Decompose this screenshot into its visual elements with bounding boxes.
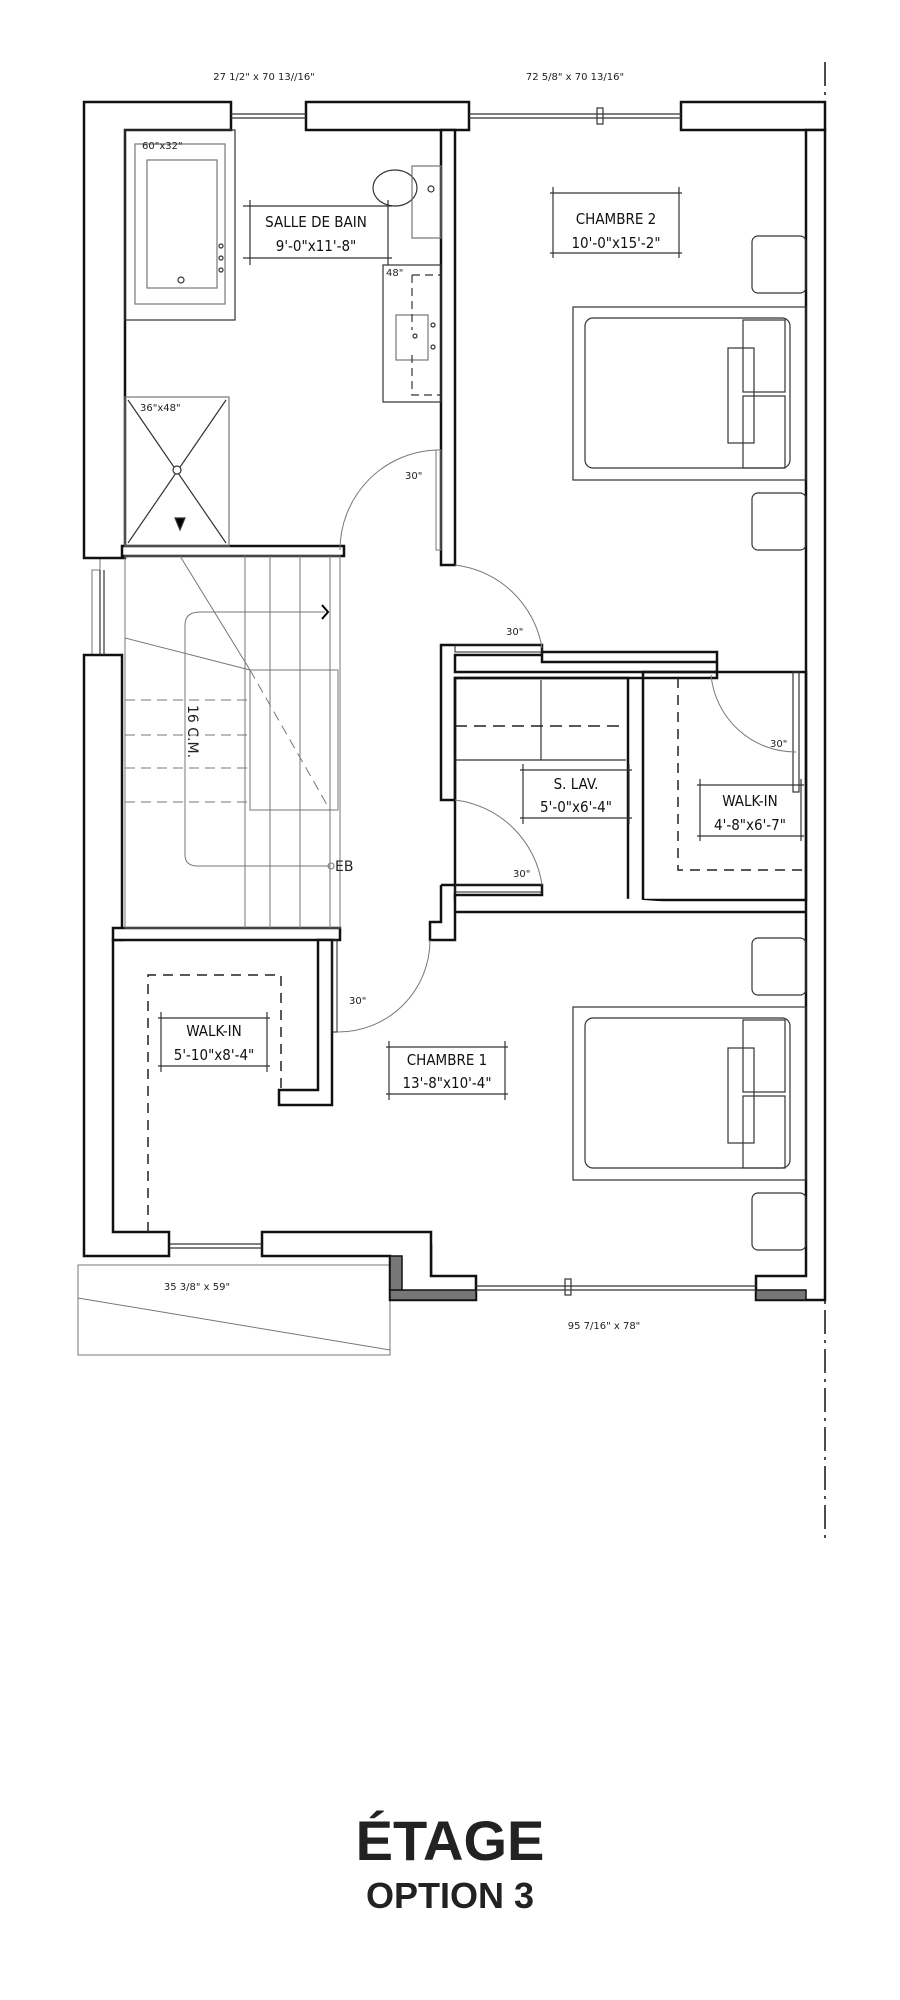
door-chambre-2 xyxy=(454,564,543,653)
door-size-bathroom: 30" xyxy=(405,471,422,482)
label-frames xyxy=(158,187,804,1100)
walkin-right-shelf xyxy=(677,678,806,871)
wall-bath-right xyxy=(439,128,457,567)
room-name-walk-in-left: WALK-IN xyxy=(186,1022,241,1040)
shower xyxy=(124,396,230,547)
stairs-label: 16 C.M. xyxy=(184,705,200,758)
nightstand xyxy=(751,235,807,294)
wall-left-lower xyxy=(82,653,171,1258)
window-dim-bottom-right: 95 7/16" x 78" xyxy=(568,1321,641,1332)
wall-slav-bottom xyxy=(428,883,806,942)
window-bottom-right xyxy=(476,1278,756,1296)
room-size-walk-in-left: 5'-10"x8'-4" xyxy=(174,1046,254,1064)
wall-stair-bottom xyxy=(111,926,342,942)
bath-size: 60"x32" xyxy=(142,141,183,152)
window-left xyxy=(99,570,105,655)
room-name-chambre-2: CHAMBRE 2 xyxy=(576,210,656,228)
door-chambre-1 xyxy=(331,939,431,1033)
bed-chambre-1 xyxy=(572,1006,807,1181)
window-dim-bottom-left: 35 3/8" x 59" xyxy=(164,1282,230,1293)
door-size-chambre-2: 30" xyxy=(506,627,523,638)
nightstand xyxy=(751,492,807,551)
staircase xyxy=(124,555,341,929)
room-size-walk-in-right: 4'-8"x6'-7" xyxy=(714,816,786,834)
nightstand xyxy=(751,937,807,996)
walkin-left-shelf xyxy=(147,974,282,1232)
bed-chambre-2 xyxy=(572,306,807,481)
door-bathroom xyxy=(339,449,442,551)
door-size-s-lav: 30" xyxy=(513,869,530,880)
door-slav xyxy=(454,799,543,893)
window-top-right xyxy=(469,107,681,125)
room-size-chambre-1: 13'-8"x10'-4" xyxy=(402,1074,491,1092)
window-dim-top-left: 27 1/2" x 70 13//16" xyxy=(213,72,315,83)
door-size-chambre-1: 30" xyxy=(349,996,366,1007)
room-name-s-lav: S. LAV. xyxy=(554,775,599,793)
eb-label: EB xyxy=(335,859,353,875)
window-top-left xyxy=(231,113,306,119)
window-bottom-left xyxy=(169,1243,262,1249)
plan-title: ÉTAGE xyxy=(355,1809,545,1872)
shower-size: 36"x48" xyxy=(140,403,181,414)
nightstand xyxy=(751,1192,807,1251)
hatched-wall-right xyxy=(755,1289,807,1301)
room-name-walk-in-right: WALK-IN xyxy=(722,792,777,810)
wall-walkin-left xyxy=(277,938,334,1107)
balcony-outline xyxy=(77,1264,391,1356)
vanity xyxy=(382,264,442,403)
bathtub xyxy=(124,129,236,321)
room-size-s-lav: 5'-0"x6'-4" xyxy=(540,798,612,816)
plan-subtitle: OPTION 3 xyxy=(365,1875,535,1916)
door-walkin-right xyxy=(710,674,797,753)
door-leaf-walkin-right xyxy=(792,671,800,793)
hatched-wall-bottom xyxy=(389,1289,477,1301)
room-name-salle-de-bain: SALLE DE BAIN xyxy=(265,213,367,231)
wall-top-left xyxy=(82,100,233,560)
room-size-chambre-2: 10'-0"x15'-2" xyxy=(571,234,660,252)
window-dim-top-right: 72 5/8" x 70 13/16" xyxy=(526,72,624,83)
door-size-walk-in-right: 30" xyxy=(770,739,787,750)
wall-walkin-right-frame xyxy=(641,670,808,902)
vanity-size: 48" xyxy=(386,268,403,279)
wall-top-mid xyxy=(304,100,471,132)
room-name-chambre-1: CHAMBRE 1 xyxy=(407,1051,487,1069)
wall-top-right xyxy=(679,100,827,132)
room-size-salle-de-bain: 9'-0"x11'-8" xyxy=(276,237,356,255)
toilet xyxy=(372,165,442,239)
wall-bath-bottom xyxy=(120,544,346,558)
washer-dryer xyxy=(455,680,626,761)
